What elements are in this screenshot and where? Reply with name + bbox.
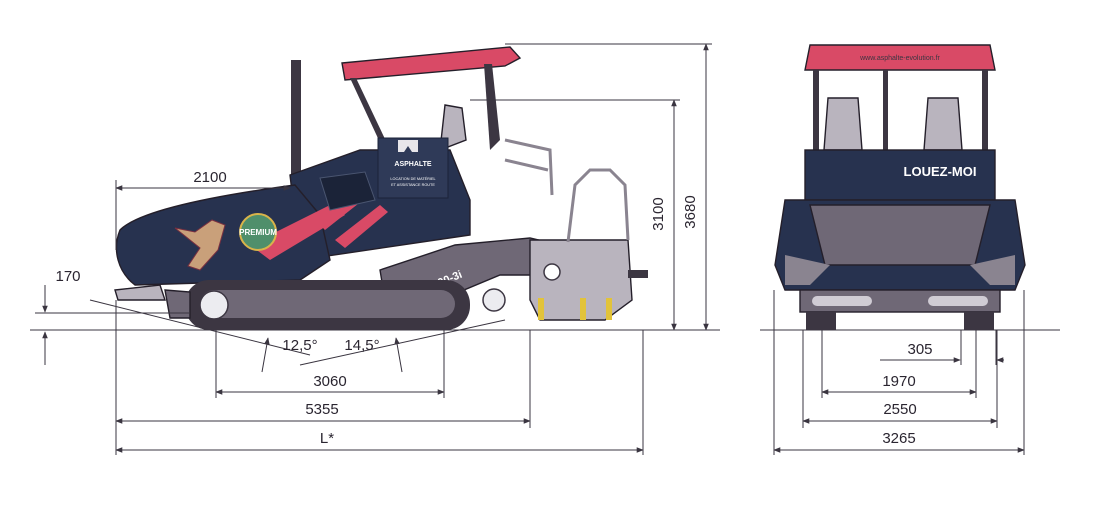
hood-red-stripe-2 [335,205,388,248]
front-view-paver: www.asphalte-evolution.fr LOUEZ-MOI [774,44,1026,330]
front-hopper-wing-left [785,255,830,285]
push-roller [482,288,506,312]
screed-guard [566,168,630,243]
dim-outer-track: 2550 [883,401,916,418]
front-roller-left [812,296,872,306]
dim-track-width: 305 [907,341,932,358]
front-hopper-wing-right [970,255,1015,285]
screed-yellow-cylinder-1 [538,298,544,320]
screed-gauge [543,263,561,281]
side-hopper [115,184,331,286]
screed-extension [628,270,648,278]
front-roof [804,44,996,71]
side-dimensions: 2100 170 12,5° 14,5° 3060 5355 L* 3100 [35,43,712,455]
exhaust-pipe [291,60,301,180]
brand-logo-icon [398,140,418,152]
front-roof-pillar-right [982,70,988,160]
dim-departure-angle: 14,5° [344,337,379,354]
dim-track-length: 3060 [313,373,346,390]
dim-total-width: 3265 [882,430,915,447]
front-tow-hitch [114,284,166,301]
front-roller-right [928,296,988,306]
dim-inner-track: 1970 [882,373,915,390]
side-roof [341,46,522,81]
side-view-paver: ASPHALTE LOCATION DE MATÉRIEL ET ASSISTA… [114,46,648,330]
screed-yellow-cylinder-2 [580,298,586,320]
premium-badge [239,213,277,251]
front-hopper-floor [809,204,991,266]
dim-arrow-approach [261,337,270,373]
dim-approach-angle: 12,5° [282,337,317,354]
dim-roof-height: 3680 [682,195,699,228]
dim-body-height: 3100 [650,197,667,230]
track-idler-front [199,290,229,320]
dim-hopper-reach: 2100 [193,169,226,186]
dim-ground-clearance: 170 [55,268,80,285]
front-roof-pillar-center [883,70,888,160]
cab-sign: LOUEZ-MOI [904,164,977,179]
screed-yellow-cylinder-3 [606,298,612,320]
dim-arrow-departure [394,337,403,373]
rear-handrail [504,138,554,196]
dim-total-length: 5355 [305,401,338,418]
premium-badge-text: PREMIUM [239,228,277,237]
front-bumper [799,289,1001,313]
front-cab-panel [804,149,996,201]
front-track-right [964,312,994,330]
push-bar [164,289,191,319]
front-roof-text: www.asphalte-evolution.fr [859,55,940,62]
front-track-left [806,312,836,330]
front-roof-pillar-left [813,70,819,160]
decal-figure [174,219,226,271]
front-seat-left [823,97,863,151]
brand-tagline-1: LOCATION DE MATÉRIEL [390,176,435,181]
crawler-track-inner [200,290,455,318]
brand-label: ASPHALTE [394,161,432,168]
front-dimensions: 305 1970 2550 3265 [773,290,1025,455]
departure-angle-line [299,319,506,366]
approach-angle-line [89,299,311,356]
front-seat-right [923,97,963,151]
dim-length-variable: L* [320,430,334,447]
side-roof-pillar-front [484,64,500,150]
hood-vent [319,171,376,211]
brand-tagline-2: ET ASSISTANCE ROUTE [391,183,435,187]
